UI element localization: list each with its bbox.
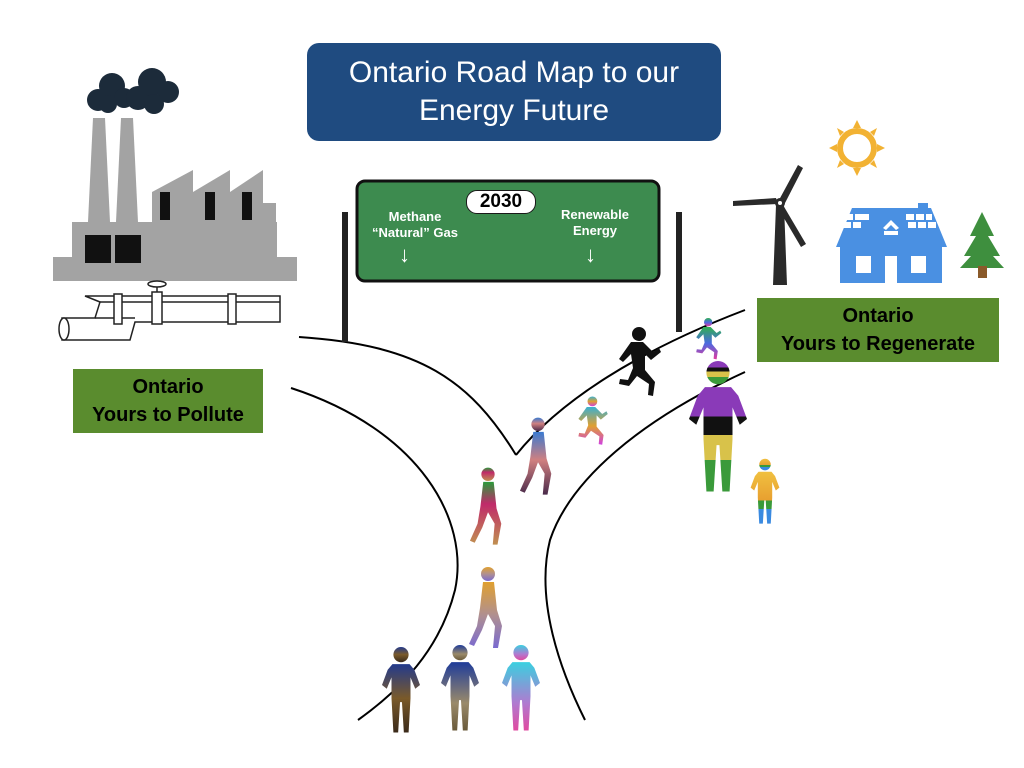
label-pollute-line-2: Yours to Pollute <box>92 404 244 426</box>
person-silhouette-icon <box>502 645 540 731</box>
sign-right-destination: Renewable Energy <box>548 207 642 239</box>
tree-icon <box>960 212 1004 278</box>
label-pollute-line-1: Ontario <box>132 376 204 398</box>
arrow-down-icon: ↓ <box>399 242 410 267</box>
person-silhouette-icon <box>469 567 502 648</box>
person-silhouette-icon <box>469 467 502 545</box>
factory-icon <box>53 118 297 281</box>
title-banner: Ontario Road Map to our Energy Future <box>307 43 721 141</box>
person-silhouette-icon <box>382 647 420 733</box>
road-left-outer-edge <box>298 336 517 456</box>
sign-right-line-2: Energy <box>572 223 618 238</box>
person-silhouette-icon <box>441 645 479 731</box>
label-regenerate-line-2: Yours to Regenerate <box>780 333 976 355</box>
person-silhouette-icon <box>689 361 747 492</box>
sign-right-line-1: Renewable <box>561 207 629 222</box>
sign-left-line-2: “Natural” Gas <box>372 225 458 240</box>
sun-icon <box>829 120 885 176</box>
sign-left-destination: Methane “Natural” Gas <box>372 209 458 241</box>
arrow-down-icon: ↓ <box>585 242 596 267</box>
house-solar-icon <box>836 203 947 283</box>
person-silhouette-icon <box>578 396 608 445</box>
road-left-lower-edge <box>290 387 459 721</box>
people-walking <box>382 318 780 733</box>
road-right-lower-edge <box>544 371 746 721</box>
label-yours-to-regenerate: Ontario Yours to Regenerate <box>757 298 999 362</box>
person-silhouette-icon <box>619 327 661 396</box>
pipeline-icon <box>58 280 281 341</box>
person-silhouette-icon <box>750 458 780 524</box>
person-silhouette-icon <box>696 318 722 360</box>
highway-sign <box>342 179 682 342</box>
title-line-1: Ontario Road Map to our <box>348 56 680 89</box>
person-silhouette-icon <box>519 417 552 495</box>
wind-turbine-icon <box>733 165 806 285</box>
label-yours-to-pollute: Ontario Yours to Pollute <box>73 369 263 433</box>
title-line-2: Energy Future <box>418 94 610 127</box>
sign-left-line-1: Methane <box>388 209 442 224</box>
smoke-cloud-icon <box>87 68 179 114</box>
label-regenerate-line-1: Ontario <box>842 305 914 327</box>
sign-year-badge: 2030 <box>466 190 536 214</box>
